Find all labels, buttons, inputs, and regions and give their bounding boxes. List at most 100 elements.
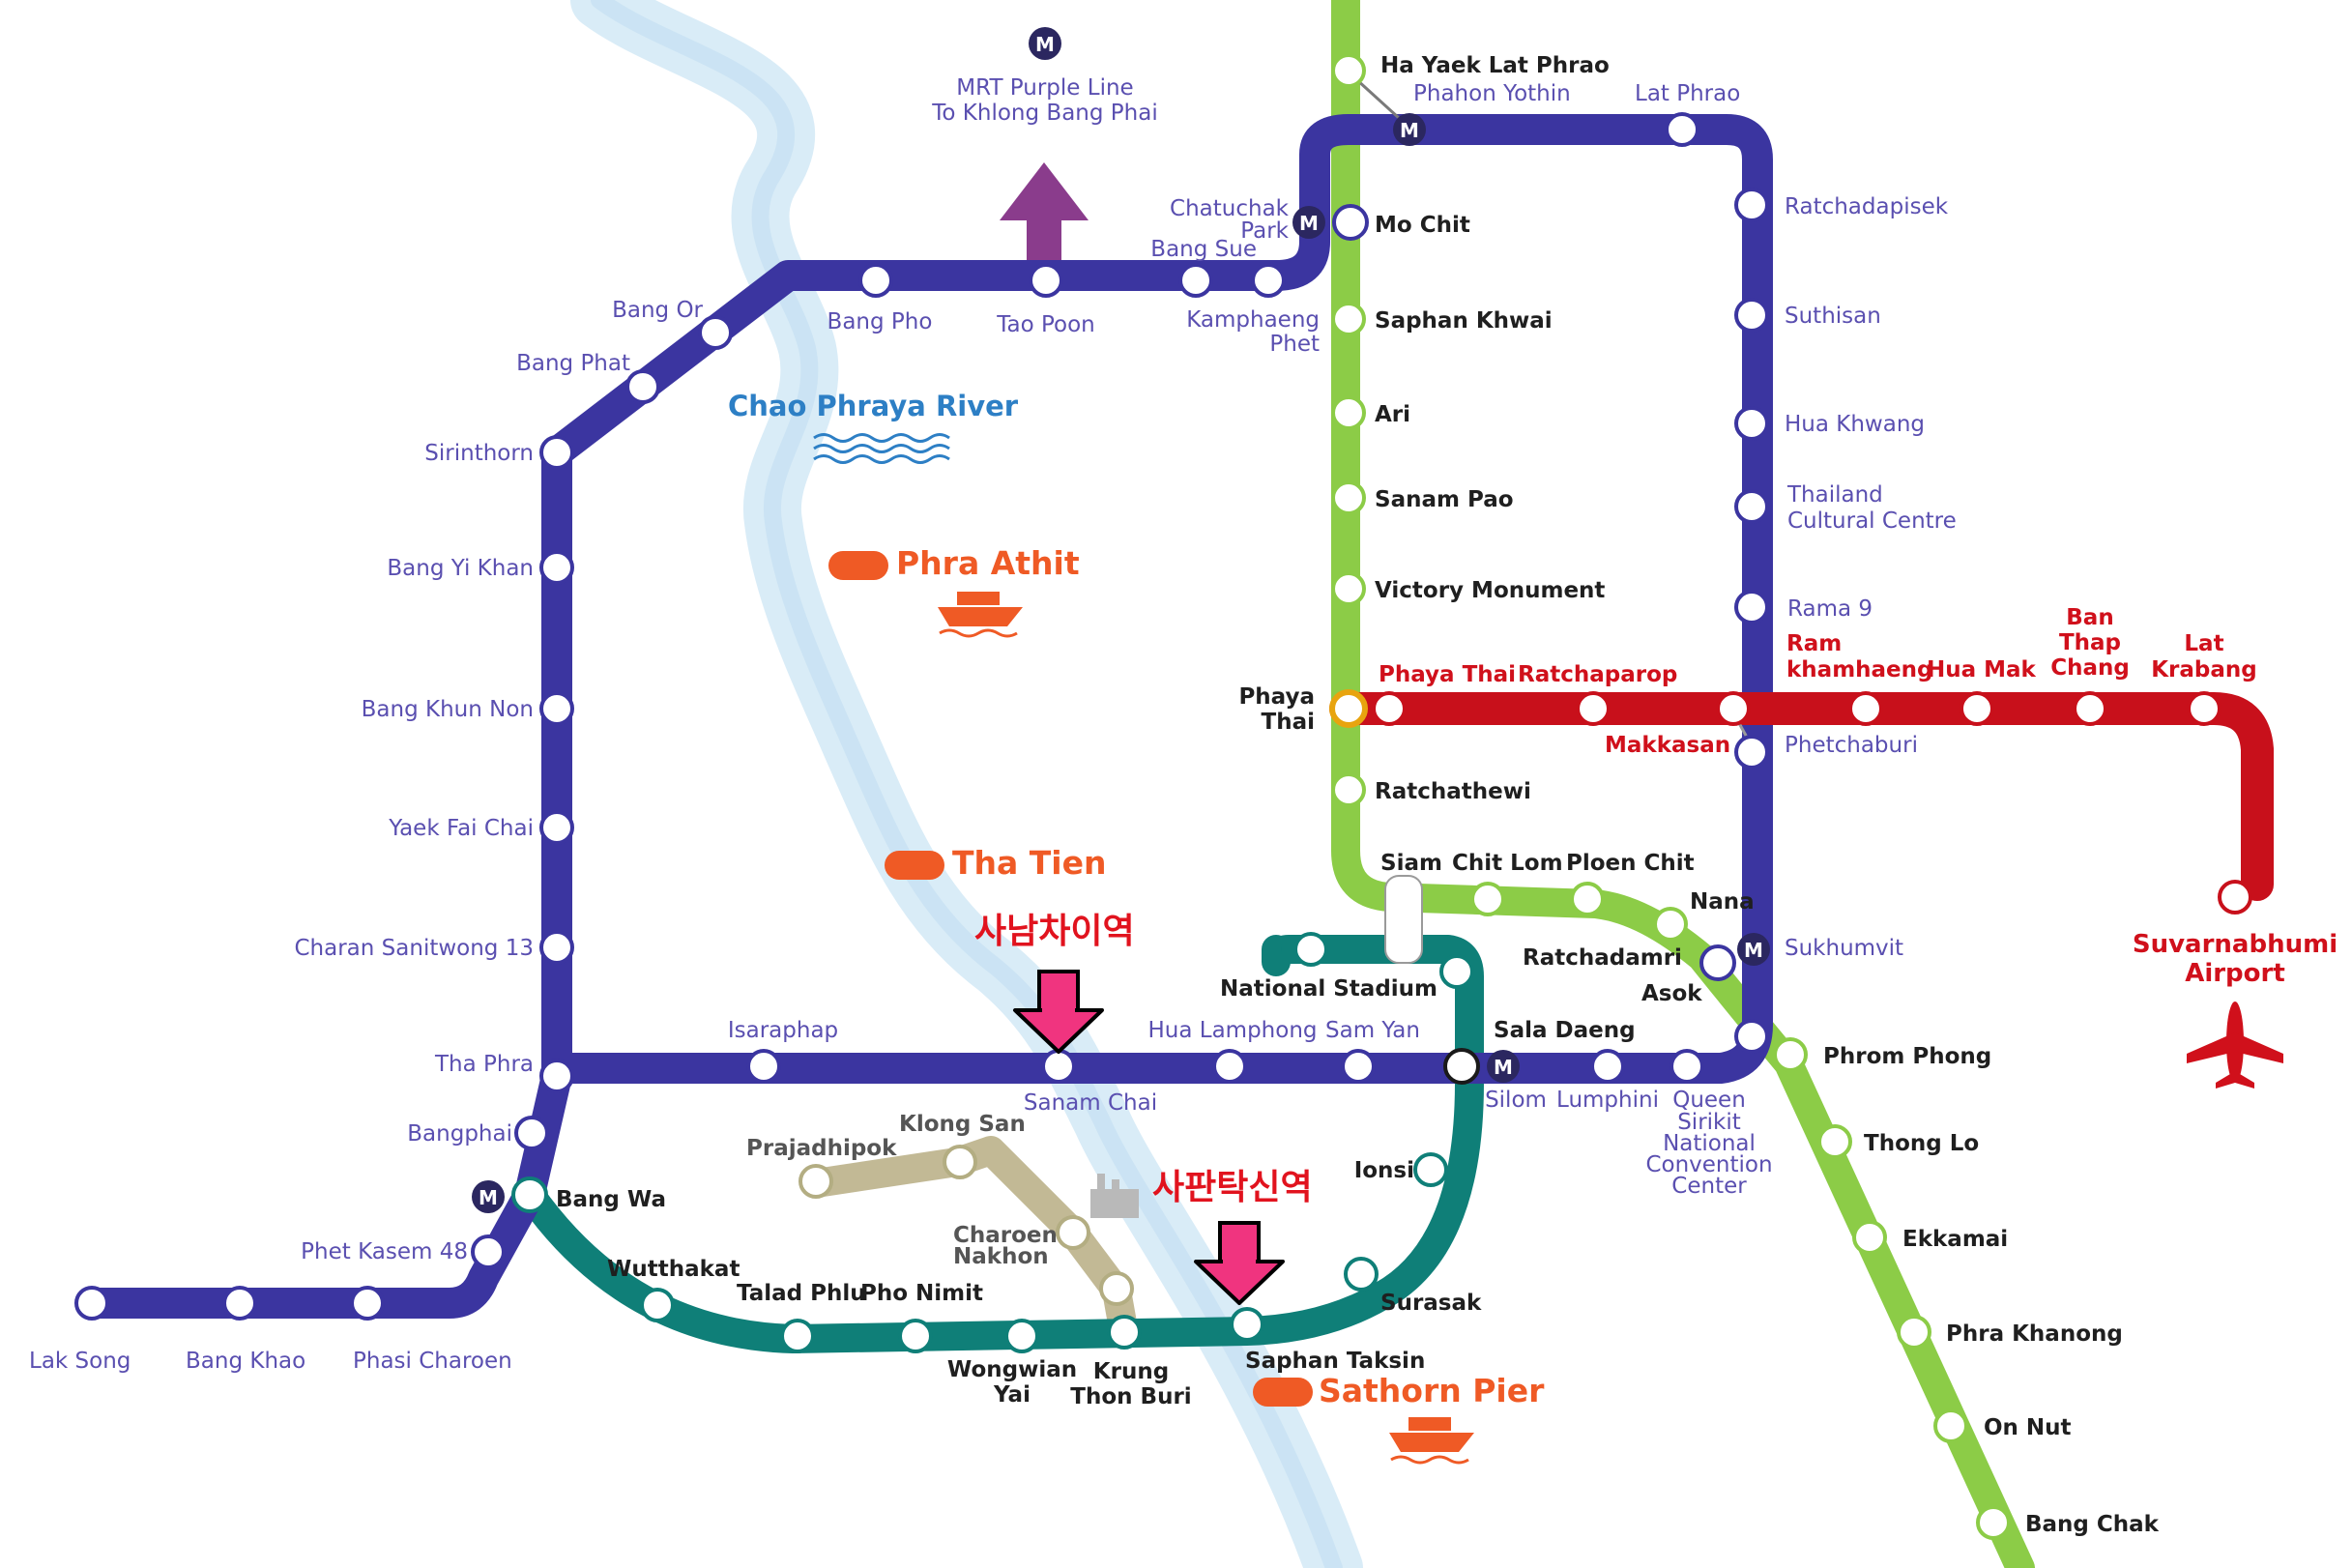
- station-label: Center: [1671, 1174, 1747, 1199]
- green-line-stations: [1331, 53, 2011, 1540]
- purple-line-label-2: To Khlong Bang Phai: [931, 101, 1157, 126]
- map-shape: [539, 691, 574, 726]
- station-label: Bang Sue: [1150, 237, 1257, 262]
- mrt-badge-label: M: [1400, 119, 1419, 142]
- mrt-badges: M M M M M M: [472, 27, 1770, 1213]
- station-label: Hua Mak: [1927, 657, 2037, 682]
- station-label: Ban: [2066, 605, 2113, 630]
- pier-sathorn: Sathorn Pier: [1253, 1372, 1545, 1465]
- red-line-labels: Phaya Thai Ratchaparop Makkasan Ram kham…: [1379, 605, 2257, 758]
- map-shape: [1253, 1378, 1313, 1407]
- map-shape: [1734, 590, 1769, 624]
- map-shape: [1665, 112, 1699, 147]
- station-label: Phrom Phong: [1823, 1044, 1991, 1069]
- map-shape: [780, 1319, 815, 1353]
- mo-chit-interchange: [1332, 204, 1369, 241]
- down-arrow-icon: [1194, 1221, 1285, 1305]
- mrt-badge-label: M: [1035, 33, 1055, 56]
- map-shape: [1331, 480, 1366, 515]
- airport-label-2: Airport: [2185, 959, 2285, 988]
- station-label: National: [1663, 1131, 1756, 1156]
- map-shape: [1223, 1257, 1256, 1266]
- map-shape: [1734, 188, 1769, 222]
- pier-label: Sathorn Pier: [1319, 1372, 1545, 1409]
- station-label: Phahon Yothin: [1413, 81, 1571, 106]
- station-label: Chang: [2050, 655, 2130, 681]
- map-shape: [1331, 772, 1366, 807]
- station-label: Saphan Taksin: [1245, 1349, 1425, 1374]
- map-shape: [1037, 970, 1080, 1012]
- map-shape: [1439, 954, 1474, 989]
- map-shape: [957, 592, 1000, 605]
- phaya-thai-interchange: [1329, 689, 1368, 728]
- stations: [74, 53, 2252, 1540]
- map-shape: [514, 1116, 549, 1150]
- station-label: Sanam Chai: [1024, 1090, 1157, 1116]
- mrt-badge-label: M: [1299, 212, 1319, 235]
- station-label: Ram: [1786, 631, 1842, 656]
- boat-icon: [938, 592, 1023, 638]
- station-label: Talad Phlu: [737, 1281, 866, 1306]
- map-shape: [539, 930, 574, 965]
- map-shape: [898, 1319, 933, 1353]
- station-label: Phaya: [1238, 684, 1315, 710]
- map-shape: [1487, 1050, 1520, 1083]
- map-shape: [1470, 882, 1505, 916]
- map-shape: [1653, 907, 1688, 942]
- station-label: Hua Khwang: [1785, 412, 1925, 437]
- blue-line-stations: [74, 112, 1769, 1321]
- station-label: Ionsi: [1354, 1158, 1414, 1183]
- map-shape: [2218, 880, 2252, 915]
- teal-line-labels: National Stadium Ratchadamri Sala Daeng …: [607, 945, 1682, 1409]
- airplane-icon: [2187, 1002, 2283, 1089]
- station-label: Phaya Thai: [1379, 662, 1516, 687]
- station-label: Mo Chit: [1375, 213, 1470, 238]
- station-label: Bang Yi Khan: [387, 556, 534, 581]
- map-shape: [2073, 691, 2107, 726]
- station-label: Sukhumvit: [1785, 936, 1903, 961]
- station-label: Bangphai: [407, 1121, 512, 1147]
- station-label: Chit Lom: [1452, 851, 1563, 876]
- map-shape: [1817, 1124, 1852, 1159]
- map-shape: [1212, 1049, 1247, 1084]
- station-label: Lat: [2184, 631, 2223, 656]
- pier-phra-athit: Phra Athit: [828, 544, 1080, 638]
- station-label: Bang Phat: [516, 351, 630, 376]
- station-label: Tao Poon: [996, 312, 1095, 337]
- mrt-badge-bang-wa: M: [472, 1180, 505, 1213]
- mrt-badge-chatuchak: M: [1292, 206, 1325, 239]
- water-waves-icon: [813, 433, 950, 464]
- station-label: Convention: [1645, 1152, 1772, 1177]
- map-shape: [1393, 113, 1426, 146]
- map-shape: [1331, 395, 1366, 430]
- pier-label: Phra Athit: [896, 544, 1080, 582]
- map-shape: [1344, 1257, 1379, 1292]
- river-label: Chao Phraya River: [728, 390, 1019, 422]
- station-label: Ekkamai: [1902, 1227, 2008, 1252]
- map-shape: [1960, 691, 1994, 726]
- station-label: Phra Khanong: [1946, 1321, 2123, 1347]
- river-highlight: [591, 0, 1343, 1568]
- map-shape: [1004, 1319, 1039, 1353]
- map-shape: [1331, 302, 1366, 336]
- map-shape: [1897, 1315, 1931, 1350]
- down-arrow-icon: [1013, 970, 1104, 1054]
- map-shape: [1372, 691, 1407, 726]
- map-shape: [1056, 1215, 1090, 1250]
- station-label: Nana: [1690, 889, 1755, 915]
- station-label: Charan Sanitwong 13: [295, 936, 535, 961]
- map-shape: [1670, 1049, 1704, 1084]
- map-shape: [1292, 206, 1325, 239]
- map-shape: [539, 810, 574, 845]
- station-label: Phet: [1269, 332, 1320, 357]
- station-label: Phasi Charoen: [353, 1349, 512, 1374]
- map-shape: [828, 551, 888, 580]
- map-shape: [1041, 1049, 1076, 1084]
- station-label: Victory Monument: [1375, 578, 1605, 603]
- station-label: On Nut: [1984, 1415, 2072, 1440]
- map-shape: [1331, 53, 1366, 88]
- map-shape: [1099, 1271, 1134, 1306]
- map-shape: [885, 851, 944, 880]
- station-label: Tha Phra: [434, 1052, 534, 1077]
- map-shape: [2187, 1032, 2283, 1063]
